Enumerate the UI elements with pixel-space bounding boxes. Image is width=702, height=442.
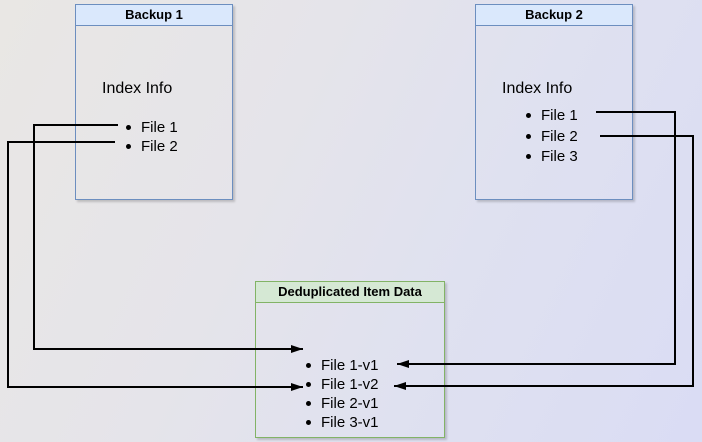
backup1-file-1-item: File 1: [126, 118, 178, 137]
dedup-file-2-v1-item: File 2-v1: [306, 394, 379, 413]
dedup-body: File 1-v1 File 1-v2 File 2-v1 File 3-v1: [256, 303, 444, 437]
backup1-container: Backup 1 Index Info File 1 File 2: [75, 4, 233, 200]
dedup-header: Deduplicated Item Data: [256, 282, 444, 303]
dedup-file-3-v1-item: File 3-v1: [306, 413, 379, 432]
backup1-header: Backup 1: [76, 5, 232, 26]
backup1-file-list: File 1 File 2: [76, 118, 178, 156]
backup1-body: Index Info File 1 File 2: [76, 26, 232, 199]
backup2-file-3-item: File 3: [526, 147, 578, 168]
backup1-file-2-item: File 2: [126, 137, 178, 156]
backup2-file-2-item: File 2: [526, 127, 578, 148]
backup2-title: Backup 2: [525, 7, 583, 22]
backup2-index-info-label: Index Info: [502, 80, 573, 97]
dedup-file-1-v1-item: File 1-v1: [306, 356, 379, 375]
dedup-title: Deduplicated Item Data: [278, 284, 422, 299]
backup2-body: Index Info File 1 File 2 File 3: [476, 26, 632, 199]
backup2-container: Backup 2 Index Info File 1 File 2 File 3: [475, 4, 633, 200]
backup2-file-list: File 1 File 2 File 3: [476, 106, 578, 168]
backup1-index-info-label: Index Info: [102, 80, 173, 97]
backup2-header: Backup 2: [476, 5, 632, 26]
dedup-file-1-v2-item: File 1-v2: [306, 375, 379, 394]
backup1-title: Backup 1: [125, 7, 183, 22]
dedup-item-list: File 1-v1 File 1-v2 File 2-v1 File 3-v1: [256, 356, 379, 432]
dedup-container: Deduplicated Item Data File 1-v1 File 1-…: [255, 281, 445, 438]
backup2-file-1-item: File 1: [526, 106, 578, 127]
